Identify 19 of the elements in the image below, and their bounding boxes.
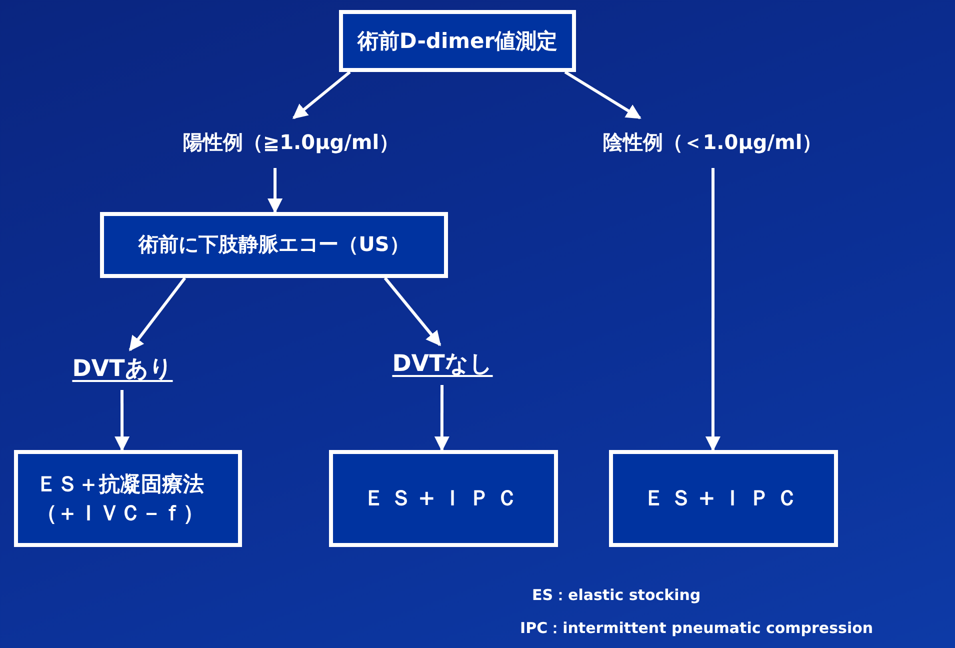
process-box: ＥＳ＋抗凝固療法（＋ＩＶＣ－ｆ）	[14, 450, 242, 547]
arrow	[292, 70, 351, 120]
arrow	[705, 168, 720, 452]
process-box: ＥＳ+ＩＰＣ	[329, 450, 558, 547]
process-box: 術前D-dimer値測定	[339, 10, 576, 72]
arrow	[564, 70, 642, 120]
outcome-label: DVTあり	[60, 350, 185, 390]
condition-label: 陰性例（＜1.0μg/ml）	[585, 118, 840, 168]
abbreviation-note: ES：elastic stocking	[531, 585, 702, 606]
arrow	[384, 277, 442, 346]
process-box: 術前に下肢静脈エコー（US）	[100, 212, 448, 278]
condition-label: 陽性例（≧1.0μg/ml）	[160, 118, 422, 168]
outcome-label: DVTなし	[380, 345, 505, 385]
arrow	[434, 385, 450, 452]
process-box: ＥＳ+ＩＰＣ	[609, 450, 838, 547]
arrow	[268, 168, 283, 214]
abbreviation-note: IPC：intermittent pneumatic compression	[520, 618, 874, 638]
arrow	[128, 277, 186, 352]
arrow	[114, 390, 130, 452]
